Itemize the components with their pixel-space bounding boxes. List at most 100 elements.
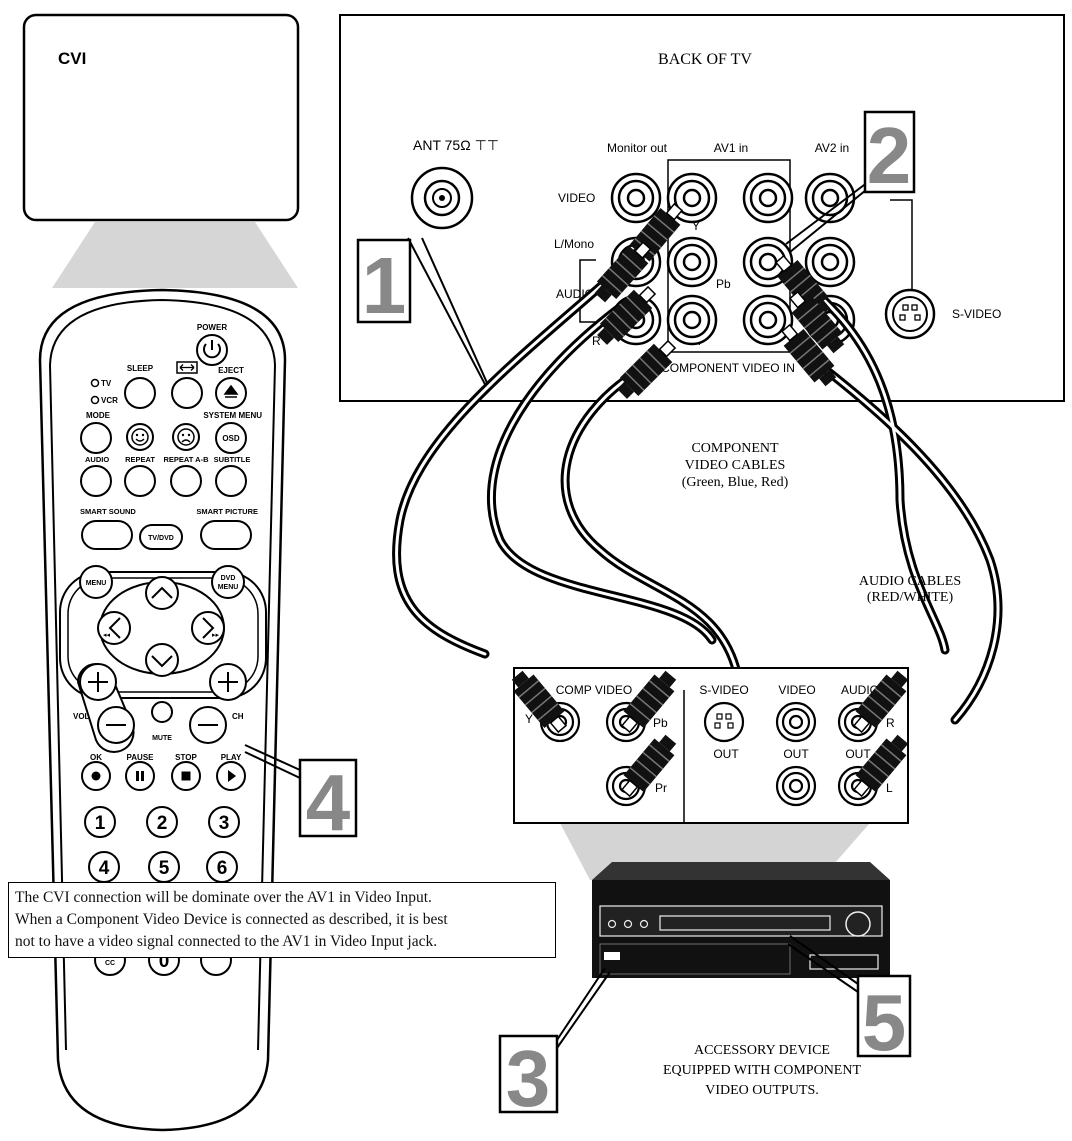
digit-label: 6	[217, 858, 228, 879]
av2-in-label: AV2 in	[815, 141, 849, 155]
menu-label: MENU	[86, 580, 107, 587]
digit-3-button[interactable]: 3	[208, 806, 240, 838]
repeat-ab-label: REPEAT A-B	[164, 455, 210, 464]
note-box: The CVI connection will be dominate over…	[8, 882, 556, 958]
mute-label: MUTE	[152, 735, 172, 742]
eject-button[interactable]	[215, 377, 247, 409]
stop-button[interactable]	[171, 761, 201, 791]
vol-label: VOL	[73, 712, 90, 721]
audio-cables-line2: (RED/WHITE)	[867, 590, 954, 605]
callout-2-pointer	[785, 181, 869, 253]
up-button[interactable]	[145, 576, 179, 610]
l-label-dev: L	[886, 781, 893, 795]
repeat-label: REPEAT	[125, 455, 155, 464]
chevron-down-icon	[151, 655, 173, 668]
repeat-ab-button[interactable]	[170, 465, 202, 497]
tv-led	[90, 378, 100, 388]
step-3-number: 3	[506, 1034, 551, 1123]
device-caption-line1: ACCESSORY DEVICE	[694, 1043, 830, 1058]
note-line-3: not to have a video signal connected to …	[15, 933, 438, 950]
cable-highlights	[395, 230, 1000, 722]
comp-video-label: COMP VIDEO	[556, 683, 632, 697]
ch-up-button[interactable]	[209, 663, 247, 701]
stop-label: STOP	[175, 753, 197, 762]
power-label: POWER	[197, 323, 227, 332]
dvd-menu-label: MENU	[218, 584, 239, 591]
monitor-out-label: Monitor out	[607, 141, 668, 155]
s-video-jack	[884, 288, 936, 340]
tv-dvd-label: TV/DVD	[148, 535, 174, 542]
video-out-label: OUT	[783, 747, 809, 761]
step-1-number: 1	[362, 241, 407, 330]
eject-icon	[223, 384, 239, 398]
smile-button[interactable]	[126, 423, 154, 451]
step-2-callout: 2	[863, 110, 916, 200]
menu-button[interactable]	[79, 565, 113, 599]
step-4-number: 4	[306, 758, 351, 847]
video-label: VIDEO	[558, 191, 595, 205]
ok-label: OK	[90, 753, 102, 762]
smart-picture-button[interactable]	[200, 520, 252, 550]
power-icon	[203, 343, 221, 359]
smile-icon	[131, 428, 149, 446]
pause-button[interactable]	[125, 761, 155, 791]
chevron-right-icon	[202, 617, 215, 639]
digit-4-button[interactable]: 4	[88, 851, 120, 883]
mute-button[interactable]	[151, 701, 173, 723]
pause-icon	[136, 771, 144, 781]
frown-button[interactable]	[172, 423, 200, 451]
svideo-bracket	[890, 199, 913, 290]
vol-up-button[interactable]	[79, 663, 117, 701]
right-button[interactable]: ▸▸	[191, 611, 225, 645]
repeat-button[interactable]	[124, 465, 156, 497]
step-2-number: 2	[867, 111, 912, 200]
device-power-indicator	[604, 952, 620, 960]
digit-6-button[interactable]: 6	[206, 851, 238, 883]
step-3-callout: 3	[498, 967, 611, 1123]
ok-button[interactable]	[81, 761, 111, 791]
frown-icon	[177, 428, 195, 446]
device-caption-line2: EQUIPPED WITH COMPONENT	[663, 1063, 862, 1078]
system-menu-label: SYSTEM MENU	[203, 411, 262, 420]
audio-button[interactable]	[80, 465, 112, 497]
sleep-button[interactable]	[124, 377, 156, 409]
digit-label: 3	[219, 813, 230, 834]
plus-icon	[88, 672, 108, 692]
digit-1-button[interactable]: 1	[84, 806, 116, 838]
play-icon	[228, 770, 236, 782]
digit-label: 1	[95, 813, 106, 834]
digit-label: 4	[99, 858, 110, 879]
tv-screen-text: CVI	[58, 49, 86, 68]
subtitle-button[interactable]	[215, 465, 247, 497]
s-video-out-jack	[703, 701, 745, 743]
dvd-menu-button[interactable]	[211, 565, 245, 599]
smart-picture-label: SMART PICTURE	[196, 507, 258, 516]
play-button[interactable]	[216, 761, 246, 791]
down-button[interactable]	[145, 643, 179, 677]
av1-in-label: AV1 in	[714, 141, 748, 155]
aspect-button[interactable]	[171, 377, 203, 409]
digit-5-button[interactable]: 5	[148, 851, 180, 883]
digit-2-button[interactable]: 2	[146, 806, 178, 838]
left-button[interactable]: ◂◂	[97, 611, 131, 645]
step-5-number: 5	[862, 978, 907, 1067]
cc-label: CC	[105, 960, 115, 967]
mode-button[interactable]	[80, 422, 112, 454]
power-button[interactable]	[196, 334, 228, 366]
chevron-up-icon	[151, 586, 173, 599]
y-label-dev: Y	[525, 712, 533, 726]
svideo-out-label: OUT	[713, 747, 739, 761]
ch-down-button[interactable]	[189, 706, 227, 744]
play-label: PLAY	[221, 753, 242, 762]
tv-dvd-button[interactable]	[139, 524, 183, 550]
note-line-2: When a Component Video Device is connect…	[15, 911, 448, 928]
svg-text:◂◂: ◂◂	[103, 632, 111, 639]
antenna-jack	[410, 166, 474, 230]
audio-cables-line1: AUDIO CABLES	[859, 574, 961, 589]
smart-sound-button[interactable]	[81, 520, 133, 550]
step-1-callout: 1	[356, 238, 412, 330]
pb-label-dev: Pb	[653, 716, 668, 730]
osd-button[interactable]	[215, 422, 247, 454]
tv-label: TV	[101, 379, 112, 388]
vol-down-button[interactable]	[97, 706, 135, 744]
